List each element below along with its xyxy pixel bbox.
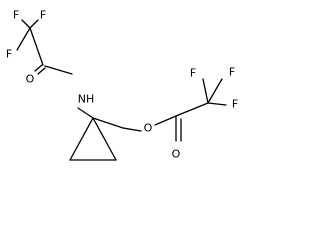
bond-cf3-f-top-right — [29, 19, 39, 29]
bond-carbonyl-nh — [44, 65, 73, 75]
bond-cf3-f-top-left — [21, 19, 31, 29]
left-carbonyl-oxygen-label: O — [26, 73, 35, 86]
right-carbonyl-oxygen-label: O — [172, 148, 181, 161]
bond-ch2-ester-o — [122, 127, 142, 132]
bond-cf3-right-f-top-right — [207, 78, 223, 104]
bond-cf3-f-left — [16, 27, 31, 51]
fluorine-right-top-right-label: F — [229, 66, 235, 79]
cyclopropane-ring — [69, 117, 117, 161]
fluorine-left-top-right-label: F — [40, 9, 46, 22]
bond-cf3-right-f-right — [207, 102, 227, 106]
ester-oxygen-label: O — [144, 122, 153, 135]
molecule-diagram: F F F O NH O O F F F — [6, 9, 238, 161]
bond-carbonyl-cf3 — [175, 102, 209, 117]
bond-cf3-carbonyl — [29, 27, 44, 66]
fluorine-left-label: F — [6, 48, 12, 61]
left-trifluoromethyl-group — [16, 19, 44, 66]
left-carbonyl-group — [34, 64, 73, 75]
fluorine-right-label: F — [232, 98, 238, 111]
bond-carbonyl-double-1 — [34, 64, 43, 72]
fluorine-left-top-left-label: F — [13, 9, 19, 22]
ring-bond-top-right — [92, 117, 117, 161]
fluorine-right-top-left-label: F — [190, 67, 196, 80]
bond-carbonyl-double-2 — [37, 67, 46, 75]
right-trifluoromethyl-group — [175, 78, 227, 117]
bond-cf3-right-f-top-left — [202, 78, 209, 104]
amide-nitrogen-label: NH — [78, 93, 95, 106]
bond-nh-quaternary-carbon — [77, 107, 94, 119]
right-carbonyl-group — [175, 116, 182, 142]
bond-ring-ch2 — [92, 117, 124, 129]
ring-bond-top-left — [69, 117, 94, 161]
bond-ester-o-carbonyl — [154, 115, 177, 126]
